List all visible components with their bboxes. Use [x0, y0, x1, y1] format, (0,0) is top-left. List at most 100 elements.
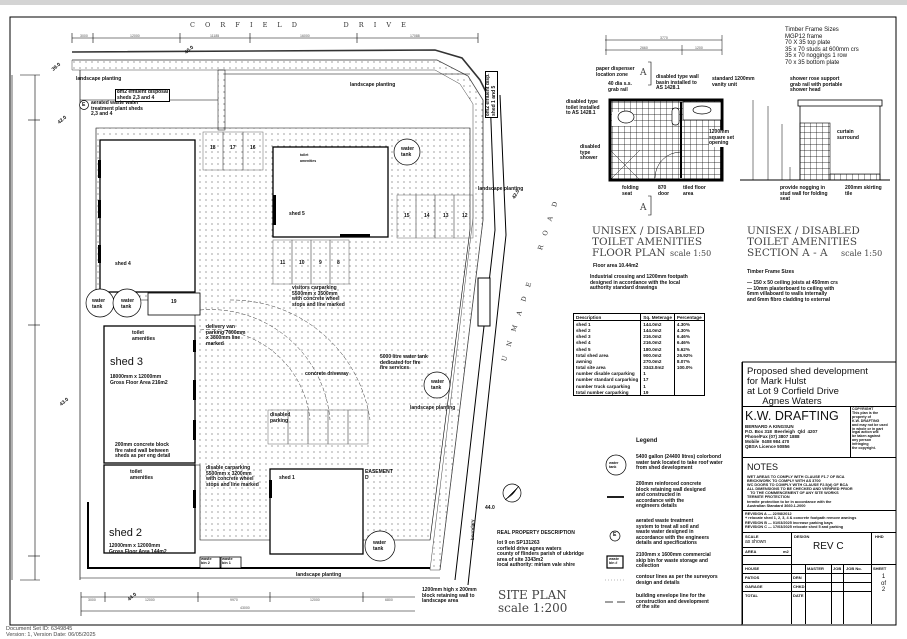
fp-label-seat: folding seat [622, 185, 639, 197]
dimension-text: 9970 [230, 598, 238, 602]
master-label: MASTER [807, 566, 824, 571]
fp-label-paper: paper dispenser location zone [596, 66, 635, 78]
north-arrow-icon [502, 483, 522, 503]
frame-sizes-note: Timber Frame Sizes MGP12 frame 70 X 35 t… [785, 27, 859, 66]
car-space-number: 17 [230, 145, 236, 151]
shed-4 [99, 139, 196, 293]
water-tank-label: water tank [431, 379, 445, 391]
visitors-carparking-label: visitors carparking 5500mm x 3500mm with… [292, 285, 345, 308]
effluent-disposal-label: 8m2 effluent disposal sheds 2,3 and 4 [115, 89, 171, 103]
fp-label-tile: 1200mm square set opening [709, 129, 735, 147]
site-plan-scale: scale 1:200 [498, 601, 568, 615]
dimension-text: 2660 [640, 46, 648, 50]
table-cell: shed 5 [572, 345, 642, 353]
toilet-section [740, 99, 890, 181]
dimension-text: 16000 [300, 34, 310, 38]
toilet-amenities-label: toilet amenities [300, 153, 317, 163]
legend-item: building envelope line for the construct… [636, 593, 709, 611]
title-block-grid: SCALE as shown AREA m2 DESIGN REV C HHD … [743, 532, 896, 624]
legend-symbol-waste-bin: waste bin # [609, 557, 619, 565]
shed-3 [103, 325, 196, 464]
project-description: Proposed shed development for Mark Hulst… [747, 366, 868, 407]
title-block: Proposed shed development for Mark Hulst… [742, 362, 896, 624]
shed-1 [269, 468, 364, 555]
easement-label: EASEMENT D [365, 469, 393, 481]
table-cell: 26.92% [673, 352, 705, 359]
sec-label-curtain: curtain surround [837, 129, 859, 141]
fp-label-vanity: standard 1200mm vanity unit [712, 76, 755, 88]
fp-label-grab: 40 dia s.s. grab rail [608, 81, 632, 93]
shed-2 [103, 464, 196, 554]
aerated-system-symbol: E [82, 102, 86, 108]
dimension-text: 12000 [310, 598, 320, 602]
design-label: DESIGN [794, 534, 810, 539]
floor-plan-note: Industrial crossing and 1200mm footpath … [590, 274, 688, 292]
waste-bin-label: waste bin 1 [222, 557, 233, 566]
shed-5-label: shed 5 [289, 211, 305, 217]
drn-label: DRN [793, 575, 802, 580]
table-cell: 8.07% [673, 358, 705, 365]
table-header-row: Description Sq. Meterage Percentage [572, 312, 705, 322]
fp-label-basin: disabled type wall basin installed to AS… [656, 74, 699, 92]
road-edge [71, 49, 491, 101]
section-scale: scale 1:50 [841, 249, 883, 258]
car-space-number: 13 [443, 213, 449, 219]
delivery-van-label: delivery van parking 7600mm x 3800mm lin… [206, 324, 246, 347]
legend-item: 5400 gallon (24400 litres) colorbond wat… [636, 454, 723, 472]
timber-heading: Timber Frame Sizes [747, 269, 795, 275]
firm-details: BERNARD A KINGSUN P.O. Box 318 Beerleigh… [745, 424, 818, 449]
contour-label: 44.0 [485, 505, 495, 511]
notes-body: WET AREAS TO COMPLY WITH CLAUSE F1.7 OF … [747, 475, 853, 508]
sec-label-nogging: provide nogging in stud wall for folding… [780, 185, 828, 203]
copyright-notice: COPYRIGHT This plan is the property of K… [852, 407, 888, 451]
version-info: Version: 1, Version Date: 06/05/2025 [6, 632, 96, 638]
turning-circles [199, 299, 371, 421]
sec-label-skirting: 200mm skirting tile [845, 185, 882, 197]
sheet-border [9, 16, 897, 626]
car-space-number: 8 [337, 260, 340, 266]
aerated-system-icon [79, 100, 89, 110]
water-tank-label: water tank [121, 298, 135, 310]
table-cell: shed 4 [572, 339, 642, 346]
garage-label: GARAGE [745, 584, 763, 589]
document-set-id: Document Set ID: 6349845 [6, 626, 73, 632]
water-tank-label: water tank [92, 298, 106, 310]
legend-item: 2100mm x 1600mm commercial skip bin for … [636, 552, 711, 570]
table-cell: 6.46% [673, 333, 705, 340]
table-cell: 19 [640, 389, 675, 397]
floor-area-label: Floor area 10.44m2 [593, 263, 639, 269]
street-name-label: C O R F I E L D D R I V E [190, 21, 410, 29]
firm-name: K.W. DRAFTING [745, 409, 839, 423]
dimension-text: 3000 [80, 34, 88, 38]
top-dimension-line [71, 33, 479, 43]
legend-item: aerated waste treatment system to treat … [636, 518, 710, 547]
shed-2-label: shed 2 [109, 527, 143, 539]
car-space-number: 14 [424, 213, 430, 219]
scale-value: as shown [745, 539, 767, 545]
sheet-value: 1 of 2 [881, 574, 887, 593]
table-cell: shed 3 [572, 333, 642, 340]
dimension-text: 12000 [130, 34, 140, 38]
section-title: UNISEX / DISABLED TOILET AMENITIES SECTI… [747, 225, 860, 259]
landscape-planting-label: landscape planting [76, 76, 122, 82]
aerated-plant-label: aerated waste water treatment plant shed… [91, 100, 143, 118]
area-table: Description Sq. Meterage Percentage shed… [572, 312, 705, 397]
table-cell: 100.0% [673, 364, 705, 371]
landscape-planting-label: landscape planting [478, 186, 524, 192]
date-label: DATE [793, 593, 804, 598]
retaining-wall-label: 1200mm high x 200mm block retaining wall… [422, 587, 477, 605]
section-mark-a: A [640, 68, 647, 78]
car-bays [202, 131, 474, 445]
floor-plan-title: UNISEX / DISABLED TOILET AMENITIES FLOOR… [592, 225, 705, 259]
table-cell: total shed area [572, 352, 642, 359]
revision-history: REVISION A — 22/08/2012 + relocate shed … [745, 512, 857, 530]
dimension-text: 43000 [240, 606, 250, 610]
chkd-label: CHKD [793, 584, 805, 589]
